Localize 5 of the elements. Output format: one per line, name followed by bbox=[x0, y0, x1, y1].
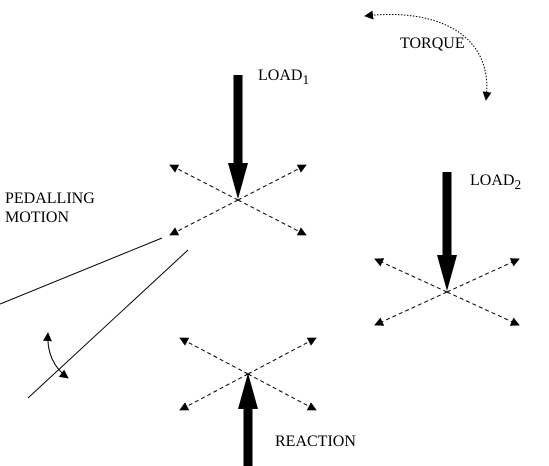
force-label: TORQUE bbox=[400, 34, 465, 53]
force-label: LOAD$_{1}$ bbox=[258, 66, 310, 90]
force-label: LOAD$_{2}$ bbox=[470, 171, 522, 194]
force-label: REACTION bbox=[275, 432, 356, 451]
force-label: PEDALLING MOTION bbox=[5, 189, 96, 227]
